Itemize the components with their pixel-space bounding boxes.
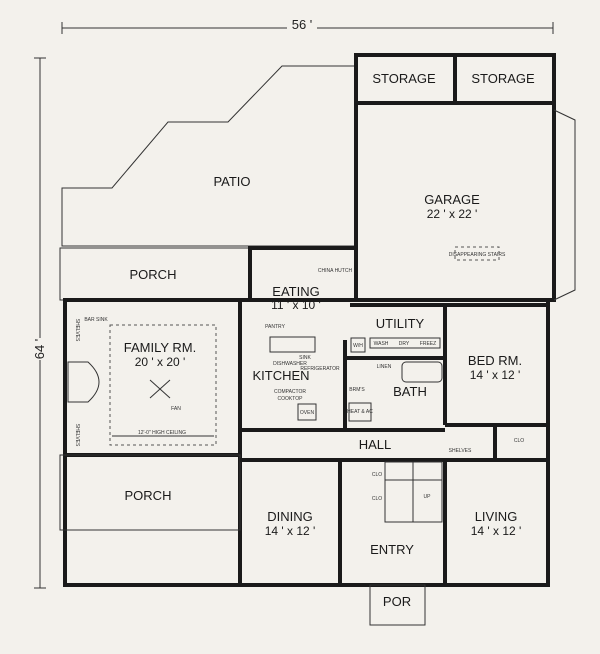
family-room-size: 20 ' x 20 '	[135, 355, 186, 369]
entry-label: ENTRY	[370, 542, 414, 557]
storage-label: STORAGE	[471, 71, 535, 86]
oven-label: OVEN	[300, 410, 315, 416]
stairs-up-label: UP	[424, 494, 432, 500]
living-size: 14 ' x 12 '	[471, 524, 522, 538]
cooktop-label: COOKTOP	[278, 396, 304, 402]
bathtub	[401, 361, 443, 383]
hall-label: HALL	[359, 437, 392, 452]
closet-label: CLO	[372, 472, 382, 478]
bath-label: BATH	[393, 384, 427, 399]
storage-label: STORAGE	[372, 71, 436, 86]
front-porch	[369, 584, 426, 626]
dining-label: DINING	[267, 509, 313, 524]
heat-ac-label: HEAT & AC	[347, 409, 373, 415]
closet-label: CLO	[514, 438, 524, 444]
eating-size: 11 ' x 10 '	[271, 298, 321, 312]
garage-label: GARAGE	[424, 192, 480, 207]
bedroom-label: BED RM.	[468, 353, 522, 368]
porch-label: PORCH	[130, 267, 177, 282]
family-room-label: FAMILY RM.	[124, 340, 196, 355]
oven	[297, 403, 317, 421]
bedroom-size: 14 ' x 12 '	[470, 368, 521, 382]
staircase	[384, 461, 443, 523]
porch-label: PORCH	[125, 488, 172, 503]
patio-label: PATIO	[213, 174, 250, 189]
bar-sink-label: BAR SINK	[84, 317, 108, 323]
utility-label: UTILITY	[376, 316, 425, 331]
water-heater	[350, 337, 366, 353]
shelves-label: SHELVES	[74, 424, 80, 447]
disappearing-stairs-label: DISAPPEARING STAIRS	[449, 252, 506, 258]
wh-label: W/H	[353, 343, 363, 349]
eating-label: EATING	[272, 284, 319, 299]
width-label: 56 '	[292, 17, 313, 32]
pantry-label: PANTRY	[265, 324, 285, 330]
overall-width-dimension: 56 '	[61, 17, 554, 34]
living-label: LIVING	[475, 509, 518, 524]
shelves-label: SHELVES	[74, 319, 80, 342]
linen-label: LINEN	[377, 364, 392, 370]
refrigerator-label: REFRIGERATOR	[300, 366, 340, 372]
fan-label: FAN	[171, 406, 181, 412]
depth-label: 64 '	[32, 339, 47, 360]
heat-ac-unit	[348, 402, 372, 422]
dishwasher-label: DISHWASHER	[273, 361, 307, 367]
sink-label: SINK	[299, 355, 311, 361]
ceiling-fan-icon	[149, 379, 171, 399]
porch-label: POR	[383, 594, 411, 609]
overall-depth-dimension: 64 '	[30, 57, 50, 589]
laundry-counter	[369, 337, 441, 349]
china-hutch-label: CHINA HUTCH	[318, 268, 353, 274]
garage-size: 22 ' x 22 '	[427, 207, 478, 221]
closet-label: CLO	[372, 496, 382, 502]
patio	[61, 65, 356, 247]
sink-icon	[269, 336, 316, 353]
kitchen-label: KITCHEN	[252, 368, 309, 383]
fireplace-icon	[67, 361, 100, 403]
brms-label: BRM'S	[349, 387, 365, 393]
dry-label: DRY	[399, 341, 410, 347]
dining-size: 14 ' x 12 '	[265, 524, 316, 538]
porch-bottom	[59, 454, 241, 531]
freez-label: FREEZ	[420, 341, 436, 347]
wash-label: WASH	[374, 341, 389, 347]
compactor-label: COMPACTOR	[274, 389, 306, 395]
shelves-label: SHELVES	[449, 448, 472, 454]
ceiling-label: 12'-0" HIGH CEILING	[138, 430, 186, 436]
house-outline	[63, 298, 550, 587]
